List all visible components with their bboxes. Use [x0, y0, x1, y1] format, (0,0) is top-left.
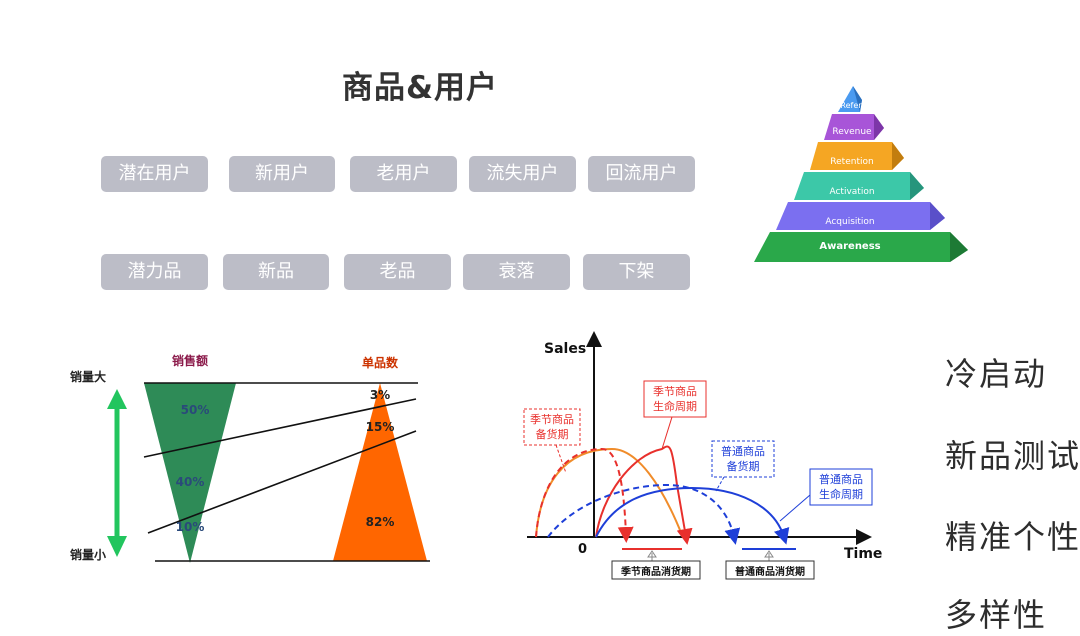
pill-declining-product[interactable]: 衰落	[463, 254, 570, 290]
svg-text:备货期: 备货期	[727, 459, 760, 473]
unit-pct-bottom: 82%	[366, 515, 395, 529]
label-high-volume: 销量大	[70, 369, 106, 384]
regular-clearance-label: 普通商品消货期	[735, 565, 805, 578]
svg-text:季节商品: 季节商品	[653, 384, 697, 398]
pill-new-user[interactable]: 新用户	[229, 156, 335, 192]
callout-seasonal-stocking: 季节商品 备货期	[523, 408, 581, 474]
pill-old-user[interactable]: 老用户	[350, 156, 457, 192]
page-title: 商品&用户	[341, 70, 499, 106]
pill-potential-product[interactable]: 潜力品	[101, 254, 208, 290]
sales-funnel-diagram: 销量大 销量小 销售额 单品数 50% 40% 10% 3% 15% 82%	[70, 353, 430, 563]
sales-pct-middle: 40%	[176, 475, 205, 489]
pill-potential-user[interactable]: 潜在用户	[101, 156, 208, 192]
volume-double-arrow	[107, 389, 127, 557]
header-unit-count: 单品数	[362, 355, 399, 370]
label-low-volume: 销量小	[70, 547, 106, 562]
pill-churned-user[interactable]: 流失用户	[469, 156, 576, 192]
list-item-diversity: 多样性	[945, 596, 1048, 634]
unit-count-triangle	[333, 383, 427, 561]
product-lifecycle-diagram: Sales Time 0 季节商品 备货期 季节商品 生命周期 普通商品 备货期…	[523, 331, 882, 580]
callout-seasonal-lifecycle: 季节商品 生命周期	[643, 380, 707, 450]
svg-text:普通商品: 普通商品	[721, 444, 765, 458]
svg-text:生命周期: 生命周期	[819, 487, 863, 501]
unit-pct-middle: 15%	[366, 420, 395, 434]
list-item-precise-personalization: 精准个性	[945, 518, 1080, 556]
svg-text:季节商品: 季节商品	[530, 412, 574, 426]
sales-amount-triangle	[144, 383, 236, 563]
aarrr-pyramid: Awareness Acquisition Activation Retenti…	[754, 86, 968, 262]
x-axis-label: Time	[844, 546, 882, 562]
header-sales-amount: 销售额	[172, 353, 208, 368]
pyramid-level-acquisition: Acquisition	[825, 217, 874, 227]
y-axis-label: Sales	[544, 341, 586, 357]
pyramid-level-activation: Activation	[829, 187, 874, 197]
sales-pct-bottom: 10%	[176, 520, 205, 534]
list-item-cold-start: 冷启动	[945, 355, 1048, 393]
pill-new-product[interactable]: 新品	[223, 254, 329, 290]
callout-regular-stocking: 普通商品 备货期	[711, 440, 775, 492]
seasonal-clearance-label: 季节商品消货期	[620, 565, 691, 578]
svg-text:普通商品: 普通商品	[819, 472, 863, 486]
list-item-new-product-test: 新品测试	[945, 437, 1080, 475]
svg-text:生命周期: 生命周期	[653, 399, 697, 413]
pill-old-product[interactable]: 老品	[344, 254, 451, 290]
pyramid-level-awareness: Awareness	[819, 241, 880, 252]
origin-label: 0	[578, 542, 587, 557]
pyramid-level-revenue: Revenue	[832, 127, 872, 137]
svg-text:备货期: 备货期	[536, 427, 569, 441]
unit-pct-top: 3%	[370, 388, 390, 402]
pill-delisted-product[interactable]: 下架	[583, 254, 690, 290]
pill-returning-user[interactable]: 回流用户	[588, 156, 695, 192]
pyramid-level-refer: Refer	[840, 101, 862, 110]
pyramid-level-retention: Retention	[830, 157, 873, 167]
sales-pct-top: 50%	[181, 403, 210, 417]
callout-regular-lifecycle: 普通商品 生命周期	[779, 468, 873, 522]
